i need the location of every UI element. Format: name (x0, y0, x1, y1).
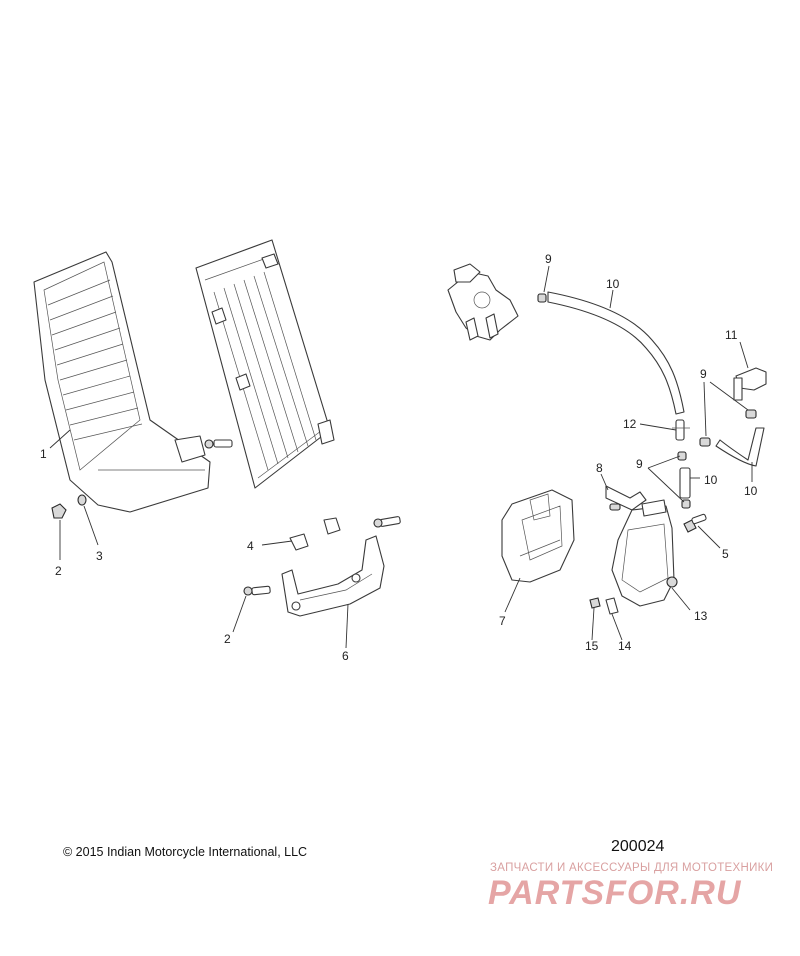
callout-10-bent-hose: 10 (744, 484, 758, 498)
diagram-number: 200024 (611, 838, 665, 855)
watermark-brand-logo: PARTSFOR.RU (488, 874, 742, 912)
watermark-subtitle: ЗАПЧАСТИ И АКСЕССУАРЫ ДЛЯ МОТОТЕХНИКИ (490, 862, 774, 874)
radiator-part (195, 239, 335, 489)
callout-13: 13 (694, 609, 708, 623)
callout-9-lower: 9 (636, 457, 643, 471)
callout-1: 1 (40, 447, 47, 461)
leader-lines (49, 265, 753, 649)
callout-9-top: 9 (545, 252, 552, 266)
callout-7: 7 (499, 614, 506, 628)
radiator-mount-bolt (204, 439, 233, 449)
hose-fitting-12 (672, 419, 690, 441)
coolant-hose-10-short (679, 467, 691, 499)
hose-clamp-9-top (537, 293, 547, 303)
side-cover-part-7 (501, 489, 575, 583)
coolant-reservoir-part-13 (611, 499, 678, 607)
shroud-washer-3 (77, 494, 87, 506)
copyright-notice: © 2015 Indian Motorcycle International, … (63, 845, 308, 859)
coolant-hose-10-bent (715, 427, 765, 467)
radiator-shroud-part (33, 251, 211, 513)
fastener-part-14 (605, 597, 619, 615)
callout-2-shroud-bolt: 2 (55, 564, 62, 578)
callout-10-long-hose: 10 (606, 277, 620, 291)
grommet-part-4 (289, 516, 401, 551)
callout-9-right: 9 (700, 367, 707, 381)
reservoir-bolt-part-5 (683, 513, 707, 533)
callout-10-short-hose: 10 (704, 473, 718, 487)
thermostat-housing-part (447, 263, 519, 341)
callout-15: 15 (585, 639, 599, 653)
bracket-bolt-2 (243, 585, 271, 596)
hose-clamp-9-mid (677, 409, 757, 509)
coolant-hose-10-long (547, 291, 685, 415)
callout-12: 12 (623, 417, 637, 431)
mounting-bracket-part-6 (281, 535, 385, 617)
callout-4: 4 (247, 539, 254, 553)
shroud-bolt-2 (51, 503, 67, 519)
fastener-part-15 (589, 597, 601, 609)
reservoir-cap-part-11 (733, 367, 767, 401)
callout-3: 3 (96, 549, 103, 563)
callout-2-bracket-bolt: 2 (224, 632, 231, 646)
callout-labels: 1 2 3 4 2 6 9 10 11 9 12 9 10 10 8 5 7 1… (40, 252, 758, 663)
callout-6: 6 (342, 649, 349, 663)
callout-5: 5 (722, 547, 729, 561)
callout-11: 11 (725, 328, 738, 342)
callout-14: 14 (618, 639, 632, 653)
callout-8: 8 (596, 461, 603, 475)
overflow-hose-part-8 (605, 485, 647, 511)
